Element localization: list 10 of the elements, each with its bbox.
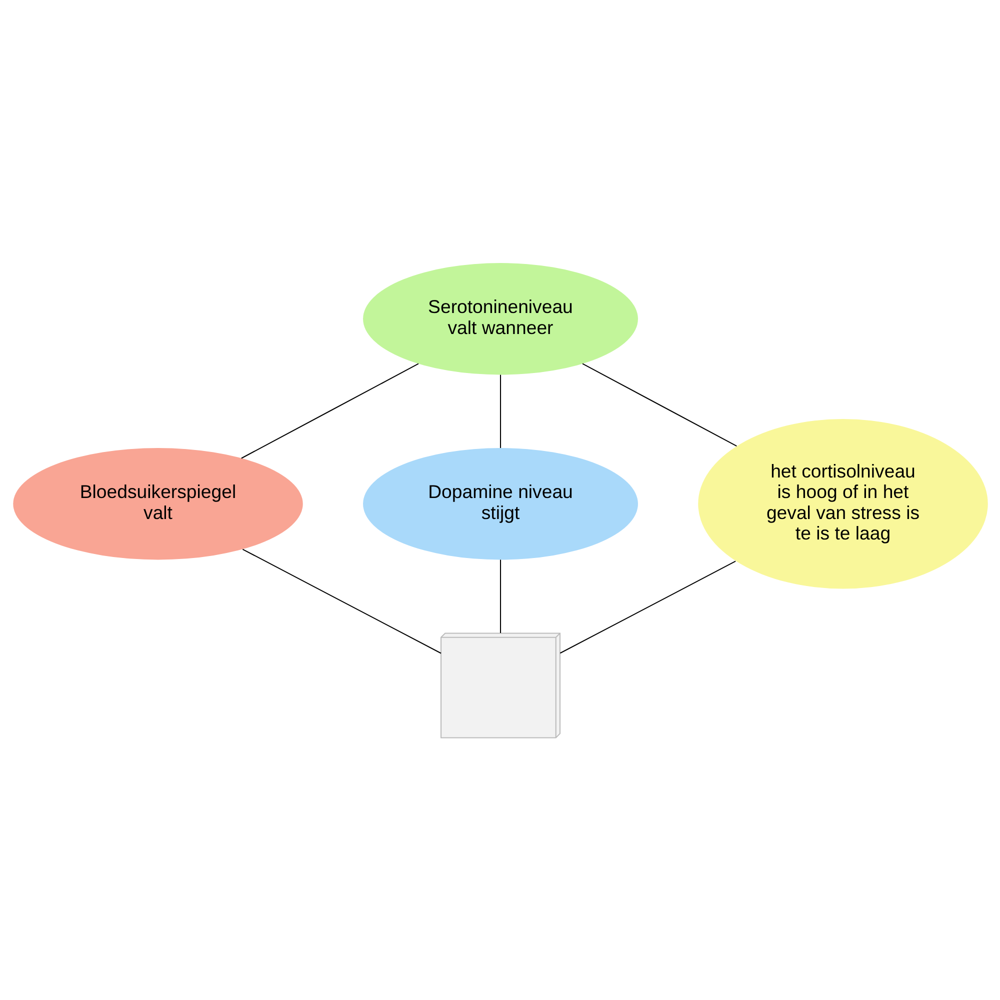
connector (582, 362, 736, 446)
node-ellipse: het cortisolniveau is hoog of in het geval van stress is te is te laag (698, 418, 988, 588)
node-ellipse: Bloedsuikerspiegel valt (12, 448, 302, 560)
connector (559, 560, 736, 654)
node-ellipse: Dopamine niveau stijgt (362, 448, 638, 560)
connector (499, 374, 501, 448)
connector (242, 548, 441, 654)
connector (240, 362, 418, 458)
connector (499, 559, 501, 632)
node-ellipse: Serotonineniveau valt wanneer (362, 262, 638, 374)
